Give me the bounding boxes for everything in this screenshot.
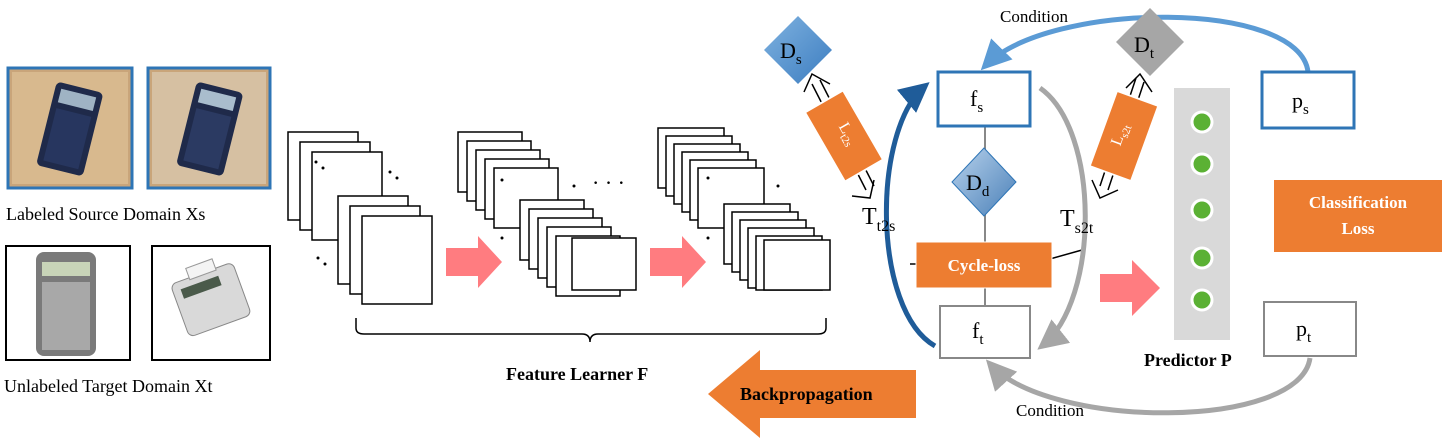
classification-loss-line-1: Classification (1309, 193, 1408, 212)
ls2t-box: Ls2t (1088, 89, 1160, 183)
feature-stack-1 (287, 131, 433, 305)
ts2t-label: Ts2t (1060, 206, 1094, 237)
pt-label: pt (1296, 316, 1312, 346)
pink-arrow-1 (446, 236, 502, 288)
stack-dots (314, 160, 780, 266)
dt-label: Dt (1134, 32, 1155, 62)
backprop-label: Backpropagation (740, 384, 873, 404)
feature-learner-label: Feature Learner F (506, 364, 648, 384)
dd-diamond (951, 147, 1017, 217)
condition-top-arrow (980, 14, 1311, 73)
cycle-loss-label: Cycle-loss (948, 256, 1021, 275)
ft-label: ft (972, 318, 984, 348)
target-domain-label: Unlabeled Target Domain Xt (4, 376, 213, 396)
dd-label: Dd (966, 170, 990, 200)
ellipsis: · · · (592, 170, 625, 195)
feature-brace (355, 318, 827, 343)
dt-diamond (1116, 8, 1184, 76)
condition-top-label: Condition (1000, 7, 1069, 26)
condition-bottom-label: Condition (1016, 401, 1085, 420)
classification-loss-box (1274, 180, 1442, 252)
source-image-1 (6, 66, 134, 190)
ft-box (939, 305, 1031, 359)
backprop-arrow (708, 350, 916, 438)
ls2t-label: Ls2t (1108, 121, 1135, 149)
t2s-arrow (884, 82, 937, 349)
pt-box (1263, 301, 1357, 357)
predictor-nodes (1190, 110, 1214, 312)
pink-arrow-2 (650, 236, 706, 288)
feature-stack-3 (657, 127, 831, 291)
ds-label: Ds (780, 38, 802, 68)
fs-label: fs (970, 86, 983, 116)
target-image-2 (151, 245, 271, 361)
fs-box (936, 70, 1032, 128)
source-domain-label: Labeled Source Domain Xs (6, 204, 205, 224)
classification-loss-line-2: Loss (1341, 219, 1374, 238)
source-image-2 (146, 66, 272, 190)
tt2s-label: Tt2s (862, 204, 895, 235)
pink-arrow-3 (1100, 260, 1160, 316)
s2t-arrow (1037, 85, 1088, 350)
lt2s-box: Lt2s (803, 88, 885, 184)
ds-diamond (764, 16, 832, 84)
target-image-1 (5, 245, 131, 361)
ps-box (1260, 70, 1356, 130)
condition-bottom-arrow (985, 357, 1313, 416)
predictor-label: Predictor P (1144, 350, 1232, 370)
ps-label: ps (1292, 88, 1309, 118)
cycle-loss-box (915, 241, 1053, 289)
feature-stack-2 (457, 131, 637, 297)
